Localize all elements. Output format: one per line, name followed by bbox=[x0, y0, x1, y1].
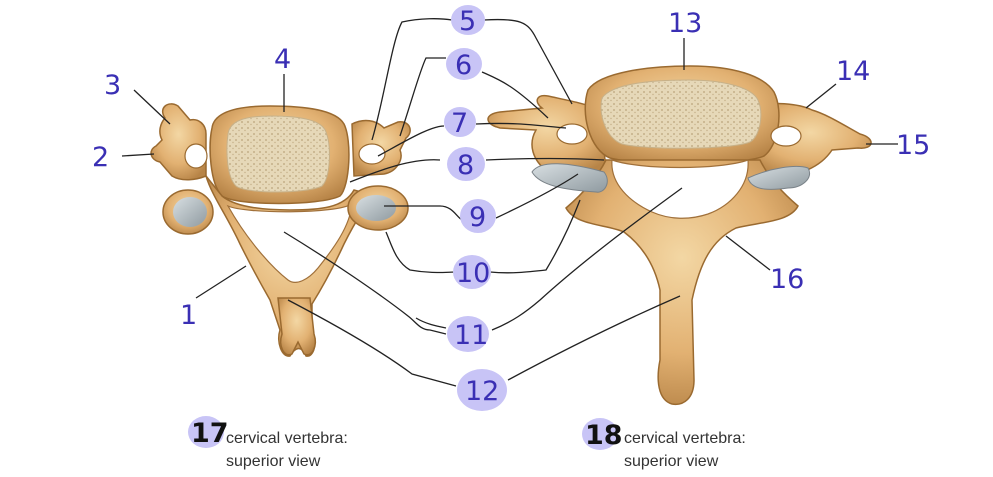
label-15: 15 bbox=[896, 130, 930, 161]
label-4: 4 bbox=[274, 44, 291, 75]
leader-9 bbox=[384, 173, 579, 221]
label-1: 1 bbox=[180, 300, 197, 331]
label-12: 12 bbox=[465, 376, 499, 407]
highlight-17 bbox=[188, 416, 224, 448]
left-body-spongy-surface bbox=[226, 115, 330, 193]
leader-3 bbox=[133, 89, 171, 125]
highlight-9 bbox=[460, 199, 496, 233]
highlight-5 bbox=[451, 5, 485, 35]
right-transverse-foramen-right bbox=[770, 125, 802, 147]
label-6: 6 bbox=[455, 50, 472, 81]
label-16: 16 bbox=[770, 264, 804, 295]
leader-7 bbox=[377, 122, 567, 157]
highlight-8 bbox=[447, 147, 485, 181]
left-vertebra bbox=[150, 103, 411, 357]
leader-2 bbox=[121, 153, 155, 157]
label-3: 3 bbox=[104, 70, 121, 101]
right-articular-facet-right bbox=[747, 165, 810, 190]
leader-5 bbox=[371, 18, 573, 141]
left-transverse-foramen-left bbox=[184, 143, 208, 169]
leader-1 bbox=[195, 265, 247, 299]
leader-6 bbox=[399, 57, 549, 137]
label-5: 5 bbox=[459, 6, 476, 37]
label-17: 17 bbox=[191, 418, 229, 449]
number-labels: 1 2 3 4 5 6 7 8 9 10 11 12 13 14 15 16 1… bbox=[92, 6, 930, 451]
highlight-10 bbox=[453, 255, 491, 289]
label-11: 11 bbox=[454, 320, 488, 351]
left-spinous-process bbox=[277, 297, 316, 356]
left-facet-surface-right bbox=[356, 195, 396, 221]
highlight-7 bbox=[444, 107, 476, 137]
right-transverse-foramen-left bbox=[556, 123, 588, 145]
leader-11 bbox=[283, 187, 683, 335]
leader-14 bbox=[805, 83, 837, 109]
leader-16 bbox=[725, 235, 771, 271]
captions: cervical vertebra: superior view cervica… bbox=[226, 430, 746, 470]
label-7: 7 bbox=[451, 108, 468, 139]
label-14: 14 bbox=[836, 56, 870, 87]
caption-left-line1: cervical vertebra: bbox=[226, 430, 348, 447]
caption-right-line2: superior view bbox=[624, 453, 719, 470]
label-8: 8 bbox=[457, 150, 474, 181]
leader-10 bbox=[385, 199, 581, 274]
highlight-12 bbox=[457, 369, 507, 411]
highlight-6 bbox=[446, 48, 482, 80]
highlight-18 bbox=[582, 418, 618, 450]
left-facet-surface-left bbox=[173, 197, 207, 227]
right-vertebra bbox=[487, 65, 872, 406]
label-highlights bbox=[188, 5, 618, 450]
label-9: 9 bbox=[469, 202, 486, 233]
left-transverse-foramen-right bbox=[358, 143, 386, 165]
right-vertebral-arch bbox=[565, 159, 799, 406]
label-18: 18 bbox=[585, 420, 623, 451]
highlight-11 bbox=[447, 316, 489, 352]
leader-lines bbox=[121, 18, 898, 387]
label-10: 10 bbox=[456, 258, 490, 289]
label-13: 13 bbox=[668, 8, 702, 39]
label-2: 2 bbox=[92, 142, 109, 173]
caption-right-line1: cervical vertebra: bbox=[624, 430, 746, 447]
caption-left-line2: superior view bbox=[226, 453, 321, 470]
right-articular-facet-left bbox=[531, 163, 608, 193]
left-vertebral-foramen bbox=[226, 202, 353, 283]
leader-8 bbox=[349, 157, 605, 183]
leader-12 bbox=[287, 295, 681, 387]
right-body-spongy-surface bbox=[600, 79, 762, 149]
